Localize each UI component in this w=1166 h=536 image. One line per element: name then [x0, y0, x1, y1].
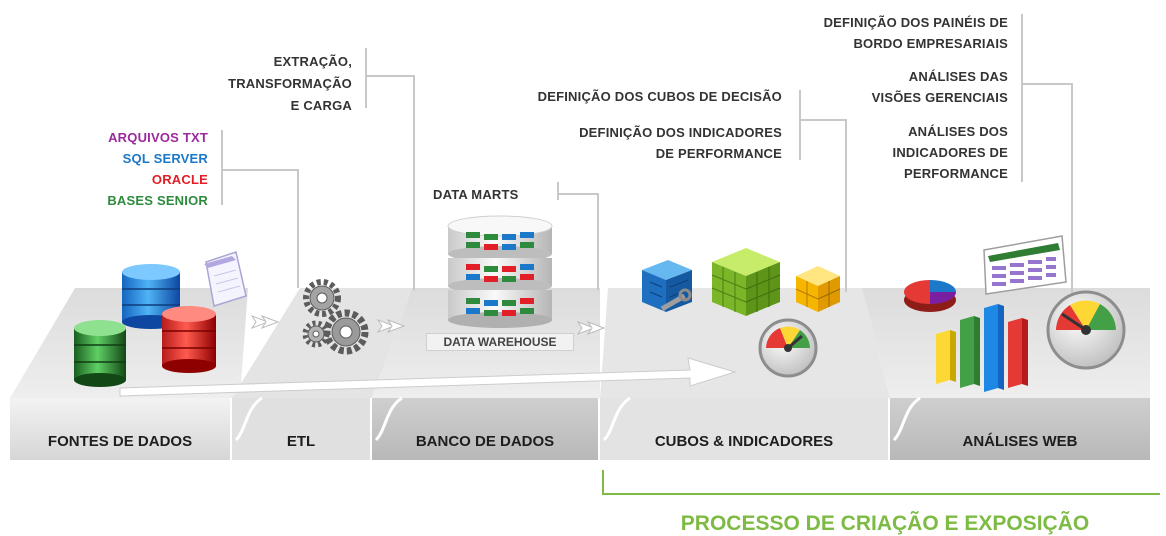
section-etl: ETL	[286, 433, 316, 450]
blue-cube-icon	[642, 260, 692, 312]
bar-graph-icon	[936, 304, 1028, 392]
pie-chart-icon	[904, 280, 956, 312]
indicators-note-line: DE PERFORMANCE	[655, 146, 782, 161]
source-oracle: ORACLE	[151, 172, 208, 187]
yellow-cube-icon	[795, 266, 841, 312]
views-note-line: VISÕES GERENCIAIS	[871, 90, 1008, 105]
database-green-icon	[74, 320, 126, 387]
database-red-icon	[162, 306, 216, 373]
performance-note-line: ANÁLISES DOS	[908, 124, 1008, 139]
etl-note-line: TRANSFORMAÇÃO	[228, 76, 352, 91]
etl-note-line: E CARGA	[290, 98, 352, 113]
leader-lines	[221, 14, 1073, 300]
panels-note-line: BORDO EMPRESARIAIS	[853, 36, 1008, 51]
section-analises-web: ANÁLISES WEB	[962, 433, 1078, 450]
data-warehouse-icon	[447, 215, 553, 328]
wrench-icon	[660, 288, 692, 312]
gauge-large-icon	[1046, 290, 1126, 370]
data-warehouse-label: DATA WAREHOUSE	[426, 333, 574, 351]
source-sql-server: SQL SERVER	[122, 151, 208, 166]
process-label: PROCESSO DE CRIAÇÃO E EXPOSIÇÃO	[680, 512, 1090, 535]
views-note-line: ANÁLISES DAS	[908, 69, 1008, 84]
indicators-note-line: DEFINIÇÃO DOS INDICADORES	[579, 125, 782, 140]
etl-note-line: EXTRAÇÃO,	[273, 54, 352, 69]
gauge-small-icon	[758, 318, 818, 378]
spreadsheet-icon	[983, 235, 1067, 295]
process-bracket	[602, 470, 1160, 495]
source-txt: ARQUIVOS TXT	[108, 130, 208, 145]
performance-note-line: PERFORMANCE	[903, 166, 1008, 181]
flow-arrow	[119, 357, 737, 397]
text-file-icon	[204, 251, 247, 307]
data-marts-label: DATA MARTS	[433, 187, 519, 202]
section-cubos-indicadores: CUBOS & INDICADORES	[654, 433, 834, 450]
section-fontes-de-dados: FONTES DE DADOS	[47, 433, 193, 450]
performance-note-line: INDICADORES DE	[892, 145, 1008, 160]
section-banco-de-dados: BANCO DE DADOS	[415, 433, 555, 450]
chevron-icons	[250, 314, 606, 336]
gears-icon	[302, 279, 369, 355]
panels-note-line: DEFINIÇÃO DOS PAINÉIS DE	[823, 15, 1008, 30]
green-cube-icon	[711, 248, 781, 316]
decision-cubes-note: DEFINIÇÃO DOS CUBOS DE DECISÃO	[537, 89, 782, 104]
warehouse-rows	[466, 232, 534, 316]
database-icon	[74, 264, 216, 387]
platform-fronts	[10, 396, 1150, 460]
source-senior: BASES SENIOR	[107, 193, 208, 208]
